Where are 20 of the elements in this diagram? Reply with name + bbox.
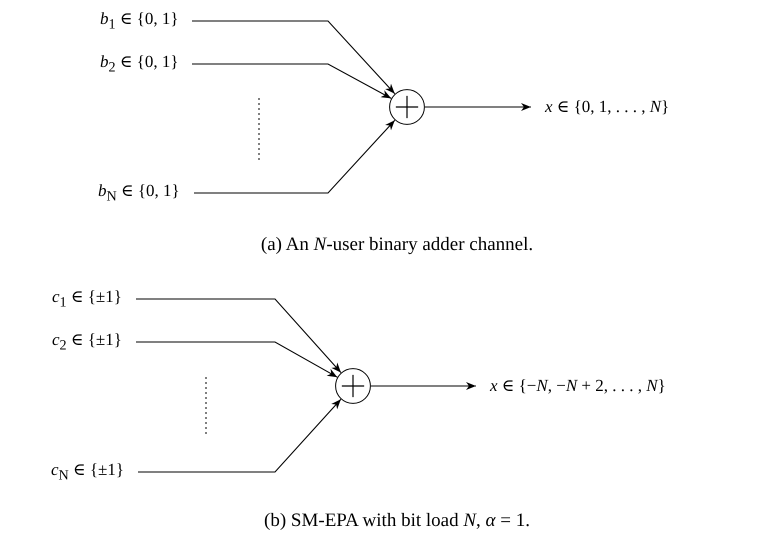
arrow — [192, 63, 392, 99]
input-label: c$_{N}$ ∈ {±1} — [51, 460, 124, 485]
output-label: x ∈ {0, 1, . . . , N} — [545, 97, 670, 117]
input-label: c$_{1}$ ∈ {±1} — [52, 286, 122, 312]
input-label: b$_{1}$ ∈ {0, 1} — [100, 8, 178, 34]
input-label: c$_{2}$ ∈ {±1} — [52, 330, 122, 355]
input-label: b$_{N}$ ∈ {0, 1} — [98, 180, 180, 206]
input-label: b$_{2}$ ∈ {0, 1} — [100, 52, 178, 77]
arrow — [138, 398, 342, 473]
arrow — [425, 103, 531, 111]
adder-circle — [389, 89, 425, 125]
arrow — [136, 298, 342, 373]
arrow — [194, 120, 396, 194]
arrow — [136, 341, 338, 378]
figure-caption: (a) An N-user binary adder channel. — [260, 234, 534, 256]
figure-caption: (b) SM-EPA with bit load N, α = 1. — [264, 510, 530, 532]
arrow — [192, 20, 396, 94]
adder-circle — [335, 368, 371, 404]
arrow — [371, 382, 476, 390]
output-label: x ∈ {−N, −N + 2, . . . , N} — [490, 376, 666, 396]
